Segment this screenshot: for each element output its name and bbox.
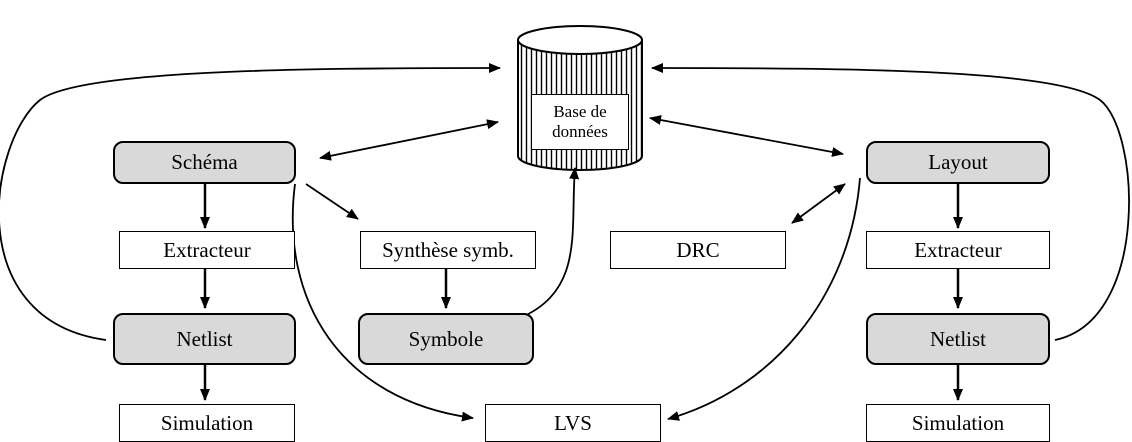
symbole-node: Symbole bbox=[358, 313, 534, 365]
database-label-line1: Base de bbox=[553, 102, 607, 121]
simulation-right-node: Simulation bbox=[866, 404, 1050, 442]
down-arrows bbox=[200, 184, 963, 401]
curved-arrows bbox=[0, 63, 1130, 422]
schema-node: Schéma bbox=[113, 141, 296, 184]
simulation-left-node: Simulation bbox=[119, 404, 295, 442]
netlist-left-node: Netlist bbox=[113, 313, 296, 365]
lvs-node: LVS bbox=[485, 404, 661, 442]
extracteur-left-node: Extracteur bbox=[119, 231, 295, 269]
database-label: Base de données bbox=[531, 94, 629, 150]
netlist-right-node: Netlist bbox=[866, 313, 1050, 365]
layout-node: Layout bbox=[866, 141, 1050, 184]
synthese-symb-node: Synthèse symb. bbox=[360, 231, 536, 269]
connector-arrows bbox=[305, 115, 846, 224]
database-label-line2: données bbox=[552, 122, 608, 141]
extracteur-right-node: Extracteur bbox=[866, 231, 1050, 269]
drc-node: DRC bbox=[610, 231, 786, 269]
